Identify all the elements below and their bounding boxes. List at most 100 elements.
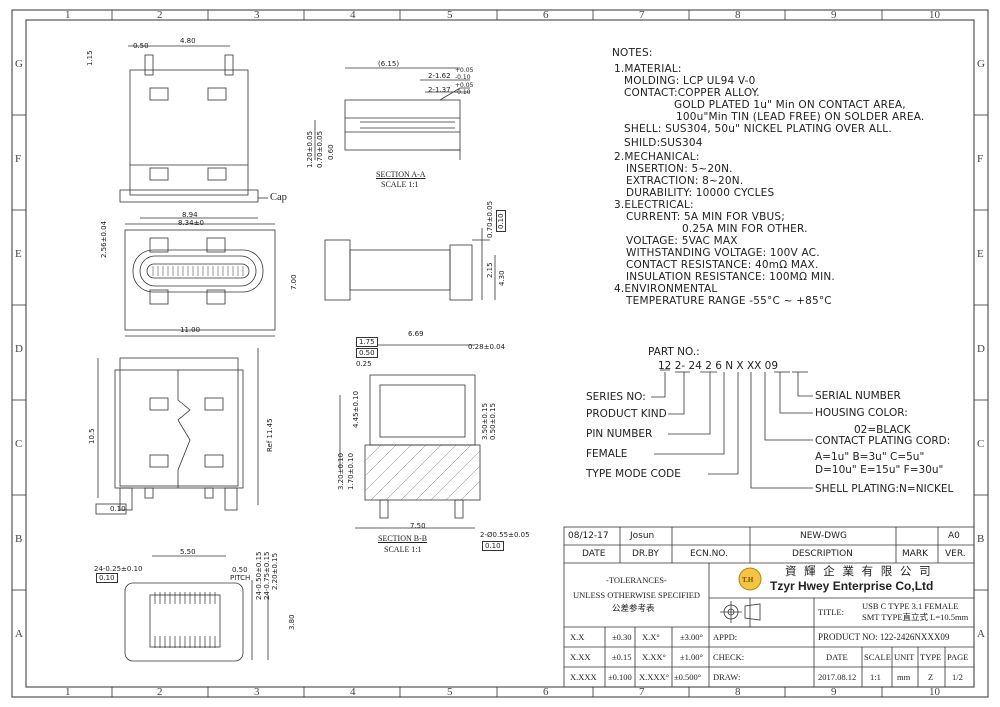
note-line: 3.ELECTRICAL:: [614, 199, 694, 211]
part-no-pin: PIN NUMBER: [586, 428, 653, 440]
dim-tol: -0.10: [455, 89, 471, 96]
note-line: MOLDING: LCP UL94 V-0: [624, 75, 756, 87]
dim-label: 11.00: [180, 326, 201, 334]
page-value: 1/2: [952, 672, 963, 682]
dim-label: 0.60: [327, 144, 335, 160]
dim-tol: +0.05: [455, 82, 474, 89]
part-no-plating-opts2: D=10u" E=15u" F=30u": [815, 464, 944, 476]
note-line: TEMPERATURE RANGE -55°C ~ +85°C: [626, 295, 832, 307]
column-label-2-bottom: 2: [157, 686, 163, 698]
approved-label: APPD:: [713, 632, 738, 642]
revision-date: 08/12-17: [568, 531, 609, 541]
dim-label: 8.94: [182, 211, 198, 219]
dim-label: 6.69: [408, 330, 424, 338]
row-label-c-right: C: [977, 438, 985, 450]
dim-label: 4.80: [180, 37, 196, 45]
dim-label: 0.50: [232, 566, 248, 574]
tolerances-note: UNLESS OTHERWISE SPECIFIED: [573, 590, 701, 600]
column-label-9-bottom: 9: [831, 686, 837, 698]
dim-label: 0.50±0.15: [489, 402, 497, 440]
dim-tol: -0.10: [455, 74, 471, 81]
note-line: 100u"Min TIN (LEAD FREE) ON SOLDER AREA.: [676, 111, 925, 123]
issue-date: 2017.08.12: [818, 672, 857, 682]
note-line: 4.ENVIRONMENTAL: [614, 283, 718, 295]
tol-row-2-value: ±0.15: [612, 652, 632, 662]
dim-label: 7.00: [290, 274, 298, 290]
checked-label: CHECK:: [713, 652, 745, 662]
dim-label: 1.70±0.10: [347, 452, 355, 490]
column-label-3-bottom: 3: [254, 686, 260, 698]
note-line: 1.MATERIAL:: [614, 63, 682, 75]
title-label: TITLE:: [818, 607, 844, 617]
note-line: CONTACT:COPPER ALLOY.: [624, 87, 760, 99]
column-label-7-bottom: 7: [639, 686, 645, 698]
column-label-5-bottom: 5: [447, 686, 453, 698]
row-label-d: D: [15, 343, 23, 355]
column-label-10: 10: [929, 9, 940, 21]
note-line: VOLTAGE: 5VAC MAX: [626, 235, 738, 247]
dim-label: 3.50±0.15: [481, 402, 489, 440]
revision-description: NEW-DWG: [800, 531, 848, 541]
drawing-title-line2: SMT TYPE直立式 L=10.5mm: [862, 612, 969, 622]
dim-box-label: 0.50: [356, 348, 378, 358]
dim-box-label: 1.75: [356, 337, 378, 347]
dim-label: 2.15: [486, 262, 494, 278]
part-no-plating-opts1: A=1u" B=3u" C=5u": [815, 451, 925, 463]
dim-label: (6.15): [378, 60, 400, 68]
note-line: CURRENT: 5A MIN FOR VBUS;: [626, 211, 785, 223]
unit-value: mm: [897, 672, 911, 682]
company-name-cn: 資 輝 企 業 有 限 公 司: [785, 564, 933, 578]
part-no-title: PART NO.:: [648, 346, 700, 358]
row-label-g-right: G: [977, 58, 985, 70]
company-logo-icon: [738, 567, 762, 591]
column-label-10-bottom: 10: [929, 686, 940, 698]
drawing-title-line1: USB C TYPE 3.1 FEMALE: [862, 601, 959, 611]
part-no-serial: SERIAL NUMBER: [815, 390, 901, 402]
type-value: Z: [928, 672, 934, 682]
column-label-8-bottom: 8: [735, 686, 741, 698]
company-name-en: Tzyr Hwey Enterprise Co,Ltd: [770, 579, 934, 593]
dim-label: 10.5: [88, 428, 96, 444]
tol-row-3-angle-value: ±0.500°: [674, 672, 702, 682]
dim-label: 0.28±0.04: [468, 343, 506, 351]
row-label-e: E: [15, 248, 22, 260]
section-a-title: SECTION A-A: [376, 170, 426, 179]
position-callout: 0.10: [96, 573, 118, 583]
part-no-female: FEMALE: [586, 448, 628, 460]
header-date-2: DATE: [826, 652, 848, 662]
header-type: TYPE: [920, 652, 942, 662]
part-no-kind: PRODUCT KIND: [586, 408, 667, 420]
dim-label: 24-0.75±0.15: [263, 551, 271, 600]
tolerances-cn: 公差参考表: [612, 604, 655, 614]
dim-label: 2-1.62: [428, 72, 451, 80]
column-label-9: 9: [831, 9, 837, 21]
dim-label: 2.56±0.04: [100, 220, 108, 258]
row-label-e-right: E: [977, 248, 984, 260]
part-no-contact-plating: CONTACT PLATING CORD:: [815, 435, 951, 447]
part-no-series: SERIES NO:: [586, 391, 646, 403]
revision-version: A0: [948, 531, 960, 541]
header-unit: UNIT: [894, 652, 915, 662]
part-no-black: 02=BLACK: [854, 424, 911, 436]
dim-label: 7.50: [410, 522, 426, 530]
row-label-a: A: [15, 628, 23, 640]
revision-drawn-by: Josun: [630, 531, 655, 541]
pitch-label: PITCH: [230, 574, 251, 582]
position-callout: 0.10: [482, 541, 504, 551]
note-line: 2.MECHANICAL:: [614, 151, 700, 163]
column-label-7: 7: [639, 9, 645, 21]
tol-row-1-angle-value: ±3.00°: [680, 632, 703, 642]
note-line: INSULATION RESISTANCE: 100MΩ MIN.: [626, 271, 835, 283]
column-label-5: 5: [447, 9, 453, 21]
tol-row-2-angle: X.XX°: [642, 652, 666, 662]
part-no-housing: HOUSING COLOR:: [815, 407, 908, 419]
header-mark: MARK: [902, 549, 929, 559]
tol-row-2-format: X.XX: [570, 652, 591, 662]
header-version: VER.: [945, 549, 966, 559]
header-drawn-by: DR.BY: [632, 549, 659, 559]
section-b-title: SECTION B-B: [378, 534, 428, 543]
dim-label: 2-1.37: [428, 86, 451, 94]
note-line: CONTACT RESISTANCE: 40mΩ MAX.: [626, 259, 819, 271]
dim-label: 2-Ø0.55±0.05: [480, 531, 530, 539]
